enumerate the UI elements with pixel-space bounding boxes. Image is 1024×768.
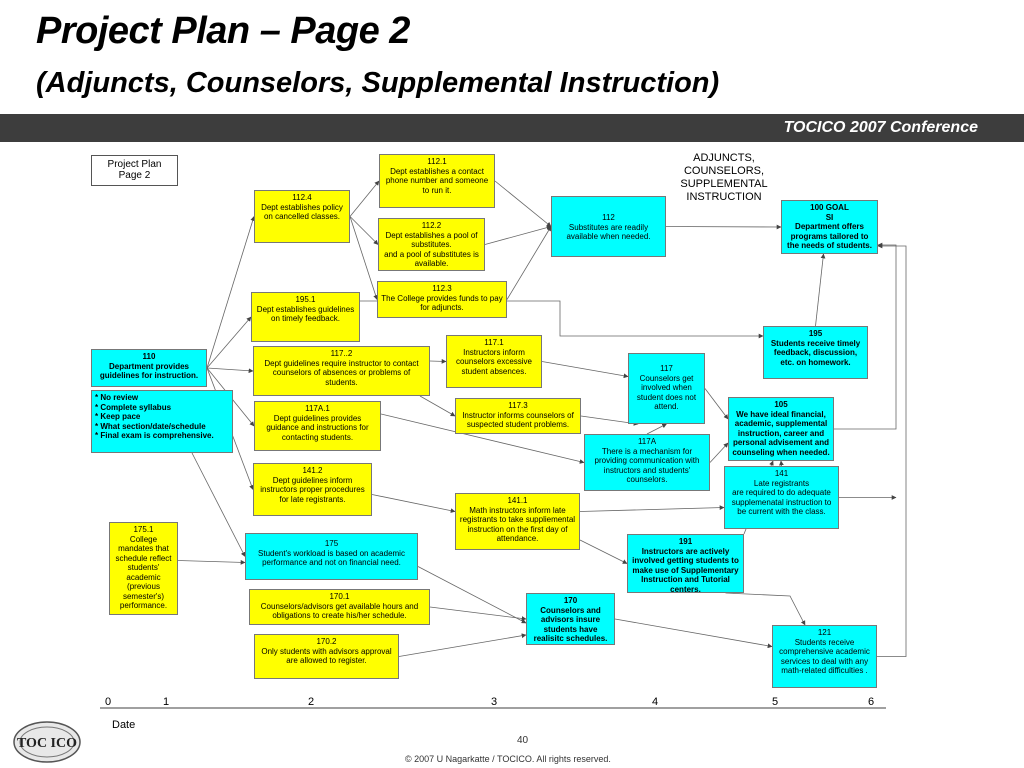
node-141[interactable]: 141 Late registrants are required to do … (724, 466, 839, 529)
node-141-2[interactable]: 141.2 Dept guidelines inform instructors… (253, 463, 372, 516)
node-117A-1[interactable]: 117A.1 Dept guidelines provides guidance… (254, 401, 381, 451)
side-label: ADJUNCTS, COUNSELORS, SUPPLEMENTAL INSTR… (680, 152, 768, 203)
edge-n112_1-112 (494, 180, 552, 227)
node-121[interactable]: 121 Students receive comprehensive acade… (772, 625, 877, 688)
node-105[interactable]: 105 We have ideal financial, academic, s… (728, 397, 834, 461)
page-number: 40 (517, 735, 529, 746)
node-100-goal[interactable]: 100 GOAL SI Department offers programs t… (781, 200, 878, 254)
node-195-1[interactable]: 195.1 Dept establishes guidelines on tim… (251, 292, 360, 342)
edge-1411-141 (579, 505, 725, 512)
node-112-2[interactable]: 112.2 Dept establishes a pool of substit… (378, 218, 485, 271)
edge-117A-105 (709, 442, 729, 463)
copyright-text: © 2007 U Nagarkatte / TOCICO. All rights… (405, 754, 611, 764)
axis-tick-1: 1 (163, 696, 170, 708)
node-112-1[interactable]: 112.1 Dept establishes a contact phone n… (379, 154, 495, 208)
edge-191-121 (725, 592, 806, 626)
axis-tick-0: 0 (105, 696, 112, 708)
edge-1411-191 (579, 539, 628, 564)
conference-label: TOCICO 2007 Conference (783, 119, 978, 136)
node-117-2[interactable]: 117..2 Dept guidelines require instructo… (253, 346, 430, 396)
edge-110-n112_4 (206, 216, 256, 369)
axis-tick-3: 3 (491, 696, 498, 708)
edge-121-100 (877, 243, 907, 657)
edge-1751-175 (177, 559, 246, 565)
edge-117-105 (704, 388, 729, 420)
axis-tick-2: 2 (308, 696, 315, 708)
edge-1172-1171 (429, 358, 447, 364)
node-112[interactable]: 112 Substitutes are readily available wh… (551, 196, 666, 257)
tocico-logo: TOC ICO (13, 721, 81, 763)
node-117-1[interactable]: 117.1 Instructors inform counselors exce… (446, 335, 542, 388)
node-110-guidelines-list[interactable]: * No review * Complete syllabus * Keep p… (91, 390, 233, 453)
edge-1172-1173 (419, 395, 456, 417)
conference-banner: TOCICO 2007 Conference (0, 114, 1024, 142)
node-117A[interactable]: 117A There is a mechanism for providing … (584, 434, 710, 491)
node-117-3[interactable]: 117.3 Instructor informs counselors of s… (455, 398, 581, 434)
edge-110-n175 (191, 452, 246, 557)
node-110[interactable]: 110 Department provides guidelines for i… (91, 349, 207, 387)
edge-195-100 (815, 253, 826, 327)
edge-1412-1411 (371, 494, 456, 513)
edge-170-121 (614, 618, 773, 649)
edge-110-n117_2 (206, 367, 254, 374)
node-170-1[interactable]: 170.1 Counselors/advisors get available … (249, 589, 430, 625)
page-subtitle: (Adjuncts, Counselors, Supplemental Inst… (36, 67, 720, 99)
node-175[interactable]: 175 Student's workload is based on acade… (245, 533, 418, 580)
logo-text: TOC ICO (17, 736, 77, 751)
edge-1701-170 (429, 606, 527, 621)
node-195[interactable]: 195 Students receive timely feedback, di… (763, 326, 868, 379)
edge-1124-n112_3 (349, 216, 378, 300)
edge-n112_3-112 (506, 226, 552, 300)
node-112-3[interactable]: 112.3 The College provides funds to pay … (377, 281, 507, 318)
edge-1124-n112_2 (349, 216, 379, 245)
edge-112-100 (665, 224, 782, 230)
conference-banner-tab (679, 114, 1024, 142)
edge-1124-n112_1 (349, 180, 380, 217)
axis-tick-6: 6 (868, 696, 875, 708)
edge-n112_2-112 (484, 225, 552, 245)
node-112-4[interactable]: 112.4 Dept establishes policy on cancell… (254, 190, 350, 243)
node-117[interactable]: 117 Counselors get involved when student… (628, 353, 705, 424)
axis-label-date: Date (112, 719, 136, 731)
node-175-1[interactable]: 175.1 College mandates that schedule ref… (109, 522, 178, 615)
node-141-1[interactable]: 141.1 Math instructors inform late regis… (455, 493, 580, 550)
axis-tick-4: 4 (652, 696, 659, 708)
node-191[interactable]: 191 Instructors are actively involved ge… (627, 534, 744, 593)
legend-box: Project Plan Page 2 (91, 155, 178, 186)
node-170[interactable]: 170 Counselors and advisors insure stude… (526, 593, 615, 645)
page-title: Project Plan – Page 2 (36, 10, 410, 52)
edge-1171-117 (541, 361, 629, 379)
edge-1702-170 (398, 633, 527, 657)
edge-110-n195_1 (206, 316, 252, 369)
edge-175-170 (417, 566, 527, 624)
axis-tick-5: 5 (772, 696, 779, 708)
edge-117A-117 (646, 423, 667, 435)
node-170-2[interactable]: 170.2 Only students with advisors approv… (254, 634, 399, 679)
